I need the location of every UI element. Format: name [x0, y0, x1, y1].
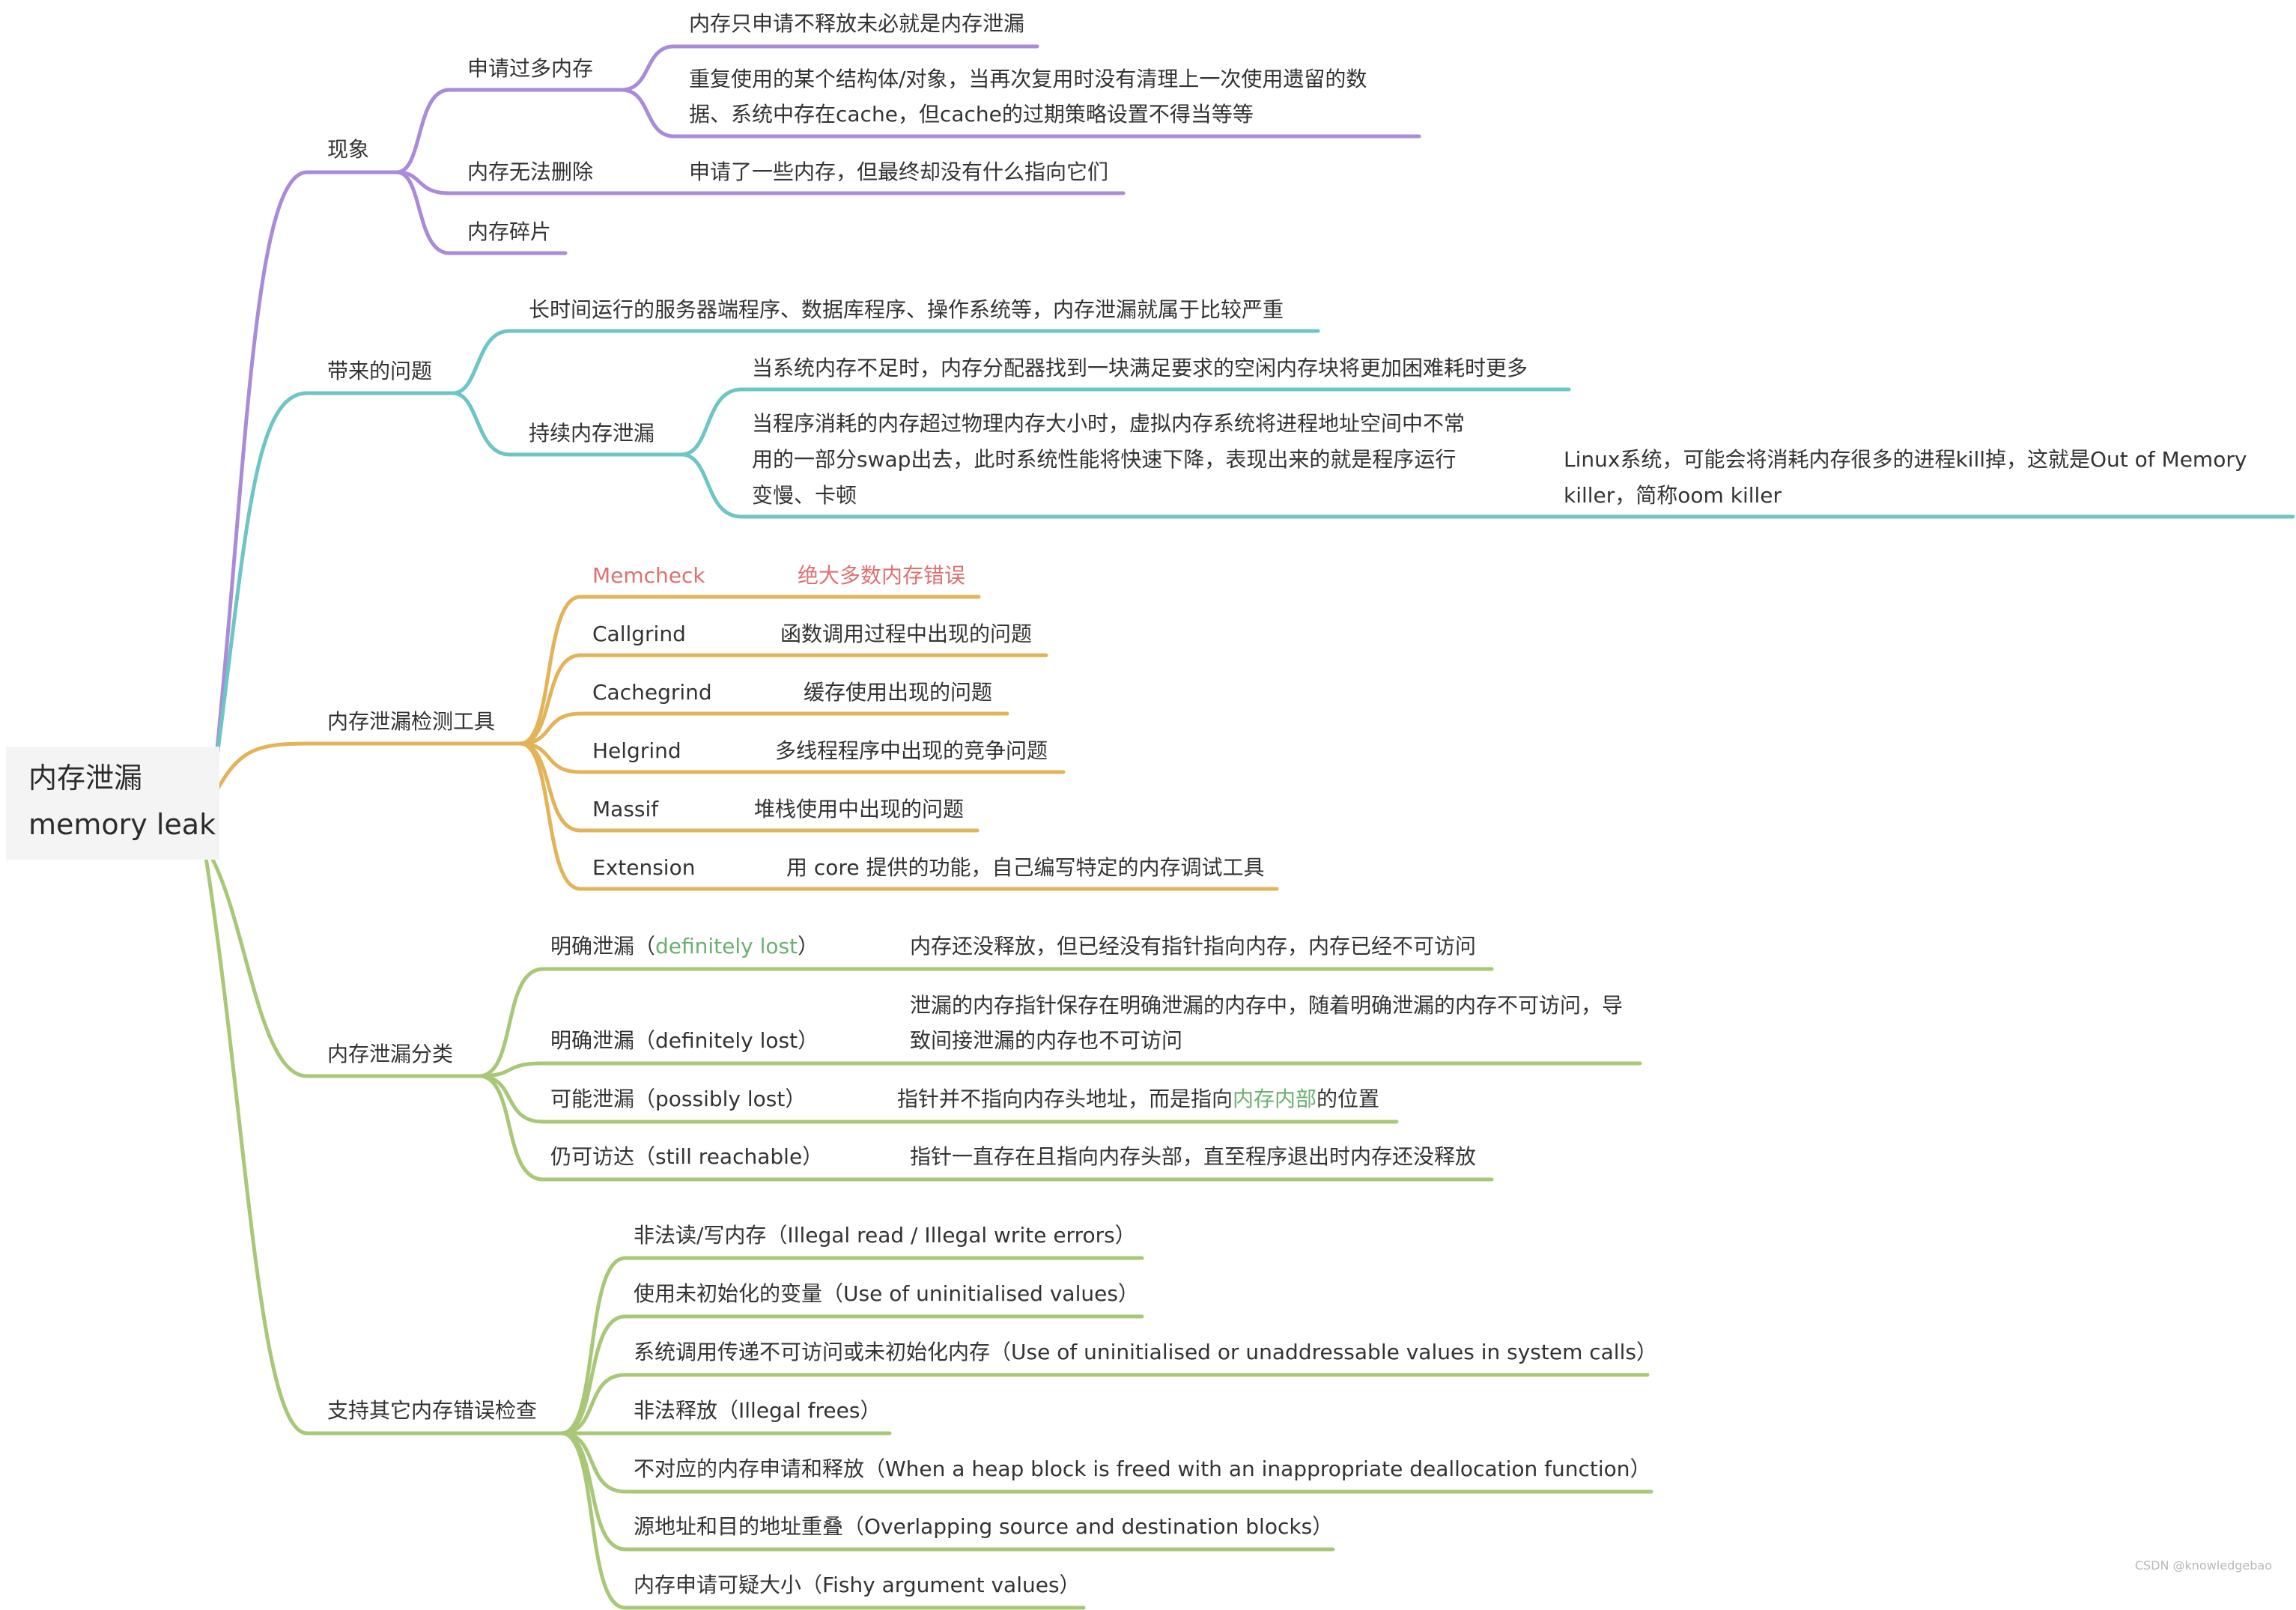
check-illegal-frees[interactable]: 非法释放（Illegal frees）: [634, 1398, 881, 1423]
class-possibly-lost-desc[interactable]: 指针并不指向内存头地址，而是指向内存内部的位置: [897, 1081, 1379, 1117]
class-definitely-lost-highlight: definitely lost: [655, 934, 798, 959]
tool-callgrind[interactable]: Callgrind: [592, 622, 686, 646]
class-possibly-lost-desc-highlight: 内存内部: [1233, 1087, 1317, 1111]
class-possibly-lost[interactable]: 可能泄漏（possibly lost）: [550, 1087, 807, 1111]
tool-extension-desc[interactable]: 用 core 提供的功能，自己编写特定的内存调试工具: [786, 855, 1265, 880]
branch-tools[interactable]: 内存泄漏检测工具: [327, 709, 496, 734]
class-possibly-lost-desc-post: 的位置: [1316, 1087, 1380, 1111]
class-definitely-lost-pre: 明确泄漏（: [550, 934, 656, 959]
class-still-reachable-desc[interactable]: 指针一直存在且指向内存头部，直至程序退出时内存还没释放: [910, 1144, 1477, 1169]
check-uninitialised[interactable]: 使用未初始化的变量（Use of uninitialised values）: [634, 1281, 1139, 1306]
branch-problems[interactable]: 带来的问题: [327, 359, 433, 383]
class-still-reachable[interactable]: 仍可访达（still reachable）: [550, 1144, 824, 1169]
note-not-necessarily-leak[interactable]: 内存只申请不释放未必就是内存泄漏: [689, 11, 1025, 36]
tool-cachegrind-desc[interactable]: 缓存使用出现的问题: [804, 680, 993, 705]
tool-extension[interactable]: Extension: [592, 855, 696, 880]
class-indirectly-lost-desc-line1[interactable]: 泄漏的内存指针保存在明确泄漏的内存中，随着明确泄漏的内存不可访问，导: [910, 993, 1624, 1018]
note-swap-line2[interactable]: 用的一部分swap出去，此时系统性能将快速下降，表现出来的就是程序运行: [752, 447, 1457, 472]
root-line1: 内存泄漏: [28, 762, 143, 795]
class-indirectly-lost-desc-line2[interactable]: 致间接泄漏的内存也不可访问: [910, 1028, 1183, 1053]
note-oom-line1[interactable]: Linux系统，可能会将消耗内存很多的进程kill掉，这就是Out of Mem…: [1564, 447, 2247, 472]
class-indirectly-lost[interactable]: 明确泄漏（definitely lost）: [550, 1028, 819, 1053]
class-definitely-lost[interactable]: 明确泄漏（definitely lost）: [550, 929, 819, 964]
note-swap-line3[interactable]: 变慢、卡顿: [752, 483, 857, 508]
check-mismatched-free[interactable]: 不对应的内存申请和释放（When a heap block is freed w…: [634, 1456, 1651, 1481]
note-swap-line1[interactable]: 当程序消耗的内存超过物理内存大小时，虚拟内存系统将进程地址空间中不常: [752, 411, 1466, 436]
node-apply-too-much[interactable]: 申请过多内存: [467, 56, 594, 81]
root-line2: memory leak: [28, 808, 216, 841]
root-node[interactable]: [6, 747, 219, 860]
class-possibly-lost-desc-pre: 指针并不指向内存头地址，而是指向: [897, 1087, 1233, 1111]
tool-helgrind-desc[interactable]: 多线程程序中出现的竞争问题: [775, 738, 1048, 763]
note-reuse-line1[interactable]: 重复使用的某个结构体/对象，当再次复用时没有清理上一次使用遗留的数: [689, 67, 1367, 91]
branch-classification[interactable]: 内存泄漏分类: [327, 1042, 454, 1066]
node-fragmentation[interactable]: 内存碎片: [467, 219, 552, 244]
note-oom-line2[interactable]: killer，简称oom killer: [1564, 483, 1782, 508]
node-long-running[interactable]: 长时间运行的服务器端程序、数据库程序、操作系统等，内存泄漏就属于比较严重: [529, 297, 1284, 322]
tool-helgrind[interactable]: Helgrind: [592, 738, 681, 763]
branch-phenomenon[interactable]: 现象: [327, 137, 370, 162]
tool-massif[interactable]: Massif: [592, 797, 659, 821]
tool-massif-desc[interactable]: 堆栈使用中出现的问题: [754, 797, 965, 821]
check-overlapping-blocks[interactable]: 源地址和目的地址重叠（Overlapping source and destin…: [634, 1514, 1334, 1539]
note-reuse-line2[interactable]: 据、系统中存在cache，但cache的过期策略设置不得当等等: [689, 102, 1254, 127]
branch-other-checks[interactable]: 支持其它内存错误检查: [327, 1398, 538, 1423]
watermark: CSDN @knowledgebao: [2134, 1558, 2272, 1573]
node-cannot-delete[interactable]: 内存无法删除: [467, 160, 594, 184]
note-no-pointer[interactable]: 申请了一些内存，但最终却没有什么指向它们: [689, 160, 1109, 184]
check-illegal-rw[interactable]: 非法读/写内存（Illegal read / Illegal write err…: [634, 1223, 1136, 1248]
class-definitely-lost-desc[interactable]: 内存还没释放，但已经没有指针指向内存，内存已经不可访问: [910, 934, 1477, 959]
node-continuous-leak[interactable]: 持续内存泄漏: [529, 421, 655, 446]
class-definitely-lost-post: ）: [798, 934, 819, 959]
check-syscall-values[interactable]: 系统调用传递不可访问或未初始化内存（Use of uninitialised o…: [634, 1340, 1657, 1364]
note-allocator-slow[interactable]: 当系统内存不足时，内存分配器找到一块满足要求的空闲内存块将更加困难耗时更多: [752, 356, 1528, 380]
tool-callgrind-desc[interactable]: 函数调用过程中出现的问题: [780, 622, 1033, 646]
check-fishy-args[interactable]: 内存申请可疑大小（Fishy argument values）: [634, 1573, 1081, 1597]
tool-memcheck[interactable]: Memcheck: [592, 563, 705, 588]
root-label: 内存泄漏 memory leak: [28, 755, 216, 848]
tool-cachegrind[interactable]: Cachegrind: [592, 680, 712, 705]
tool-memcheck-desc[interactable]: 绝大多数内存错误: [798, 563, 966, 588]
